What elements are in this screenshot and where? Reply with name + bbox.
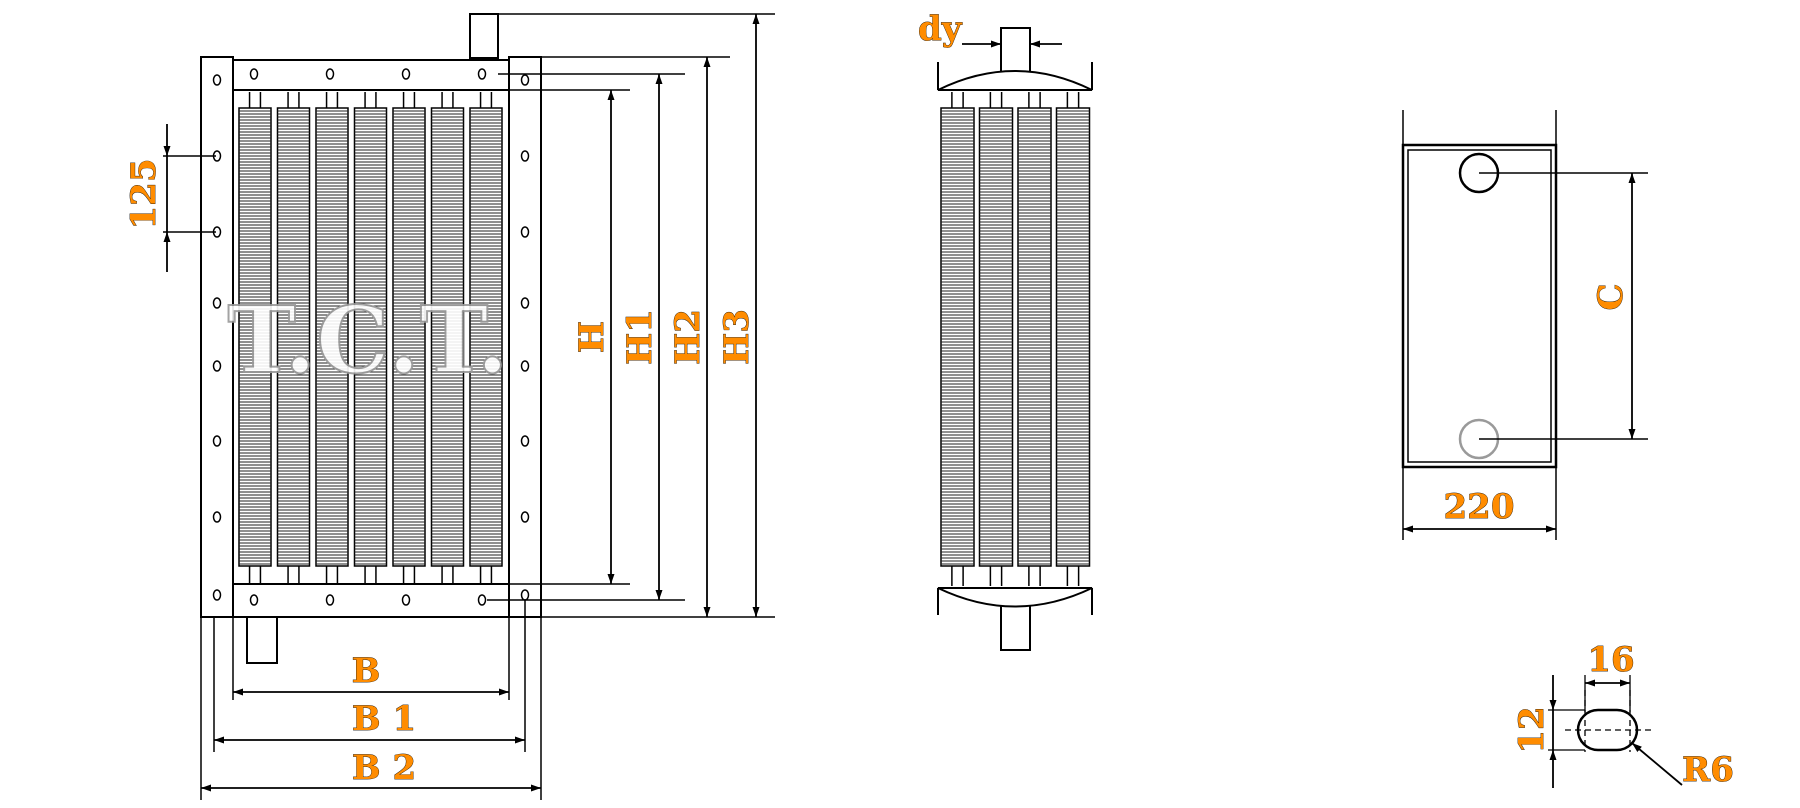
flange-view [1401,110,1648,540]
label-dy: dy [918,9,963,49]
bolt-hole [212,511,222,523]
slot-outline [1576,708,1639,752]
fin-tube [353,92,388,583]
bolt-hole [249,594,259,606]
tube-body [392,107,426,567]
bolt-hole [477,68,487,80]
fin-tube [315,92,349,583]
side-top-pipe [1000,27,1031,73]
fin-tube [238,92,272,583]
fin-lines [470,110,502,565]
label-16: 16 [1587,640,1634,680]
bolt-hole [212,589,222,601]
fin-tube [978,92,1014,586]
front-bolt-holes [212,68,530,606]
label-h1: H1 [620,309,660,365]
tube-body [430,107,465,567]
bolt-hole [212,74,222,86]
bolt-hole [401,594,411,606]
label-r6: R6 [1682,750,1734,790]
fin-lines [1056,110,1090,565]
bolt-hole [477,594,487,606]
bolt-hole [520,226,530,238]
fin-tube [940,92,975,586]
fin-lines [239,110,271,565]
bolt-hole [249,68,259,80]
fin-lines [393,110,425,565]
bolt-hole [520,150,530,162]
fin-tube [1017,92,1052,586]
bolt-hole [520,435,530,447]
label-12: 12 [1512,706,1552,753]
fin-tube [392,92,426,583]
front-dimension-lines [163,13,760,792]
fin-lines [941,110,974,565]
left-side-plate [200,56,234,618]
tube-body [940,107,975,567]
label-b2: B 2 [352,748,416,788]
fin-tube [430,92,465,583]
fin-lines [277,110,310,565]
fin-lines [354,110,387,565]
fin-lines [979,110,1013,565]
side-tube-bank [940,92,1091,586]
fin-lines [1018,110,1051,565]
tube-body [1055,107,1091,567]
tube-body [315,107,349,567]
watermark-logo: T.C.T. [228,286,509,394]
top-header-bar [232,59,510,91]
label-h2: H2 [668,309,708,365]
flange-outer [1401,143,1558,469]
tube-body [469,107,503,567]
tube-body [276,107,311,567]
dim-r6-leader [1631,742,1683,786]
top-pipe [469,13,499,59]
tube-body [353,107,388,567]
tube-body [978,107,1014,567]
bolt-hole [401,68,411,80]
bolt-hole [212,297,222,309]
right-side-plate [508,56,542,618]
fin-lines [316,110,348,565]
slot-detail [1548,675,1683,788]
bolt-hole [325,68,335,80]
label-220: 220 [1444,487,1515,527]
bolt-hole [212,435,222,447]
fin-tube [276,92,311,583]
label-b: B [352,651,381,691]
label-c: C [1591,283,1631,310]
tube-body [1017,107,1052,567]
bolt-hole [520,360,530,372]
bolt-hole [520,589,530,601]
label-b1: B 1 [352,699,416,739]
label-h3: H3 [717,309,757,365]
fin-tube [1055,92,1091,586]
front-tube-bank [238,92,503,583]
bottom-pipe [246,616,278,664]
label-pitch: 125 [124,159,164,230]
bottom-header-bar [232,583,510,618]
side-view [937,27,1093,651]
label-h: H [572,321,612,353]
front-view [200,13,542,664]
bolt-hole [520,511,530,523]
tube-body [238,107,272,567]
side-top-header [937,70,1093,91]
side-bottom-pipe [1000,604,1031,651]
bolt-hole [520,74,530,86]
fin-lines [431,110,464,565]
flange-inner [1407,149,1552,463]
fin-tube [469,92,503,583]
bolt-hole [212,360,222,372]
bolt-hole [520,297,530,309]
bolt-hole [325,594,335,606]
side-bottom-header [937,587,1093,608]
